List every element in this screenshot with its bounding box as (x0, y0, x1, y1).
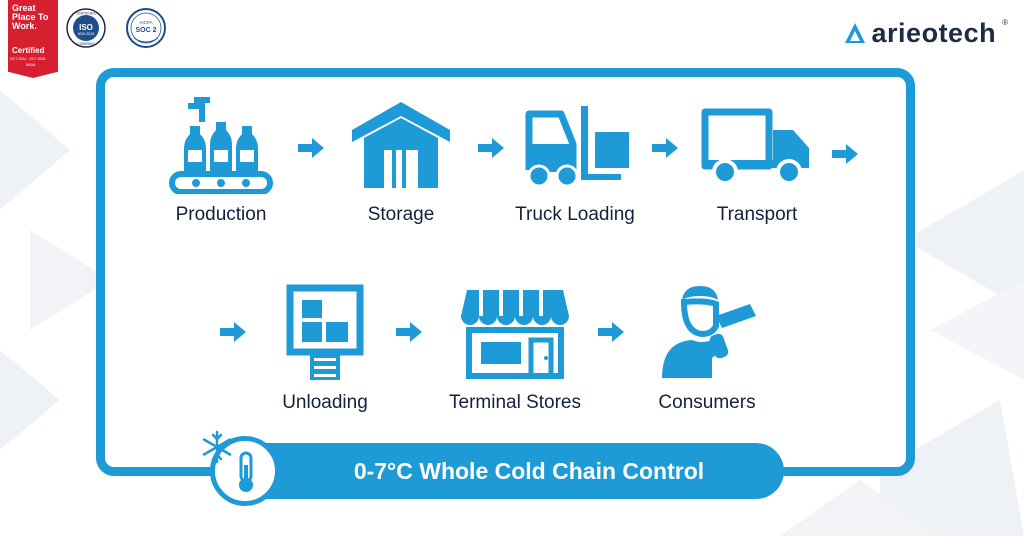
snowflake-icon (202, 430, 232, 464)
step-consumers: Consumers (622, 282, 792, 414)
factory-bottles-icon (169, 97, 273, 194)
arrow-right-icon (598, 322, 624, 342)
arrow-right-icon (832, 144, 858, 164)
arieotech-logo[interactable]: arieotech ® (844, 16, 1008, 50)
registered-mark: ® (1002, 18, 1008, 27)
warehouse-icon (352, 102, 450, 188)
arrow-right-icon (396, 322, 422, 342)
arieotech-logo-mark-icon (844, 23, 865, 43)
soc-main: SOC 2 (135, 27, 156, 34)
step-unloading: Unloading (240, 282, 410, 414)
gptw-country: INDIA (26, 63, 36, 67)
step-label: Transport (716, 204, 798, 225)
iso-sub: 9001:2015 (78, 32, 95, 36)
step-storage: Storage (316, 94, 486, 226)
storefront-icon (461, 290, 569, 379)
arrow-right-icon (652, 138, 678, 158)
step-label: Terminal Stores (449, 392, 581, 413)
gptw-dates: OCT 2024 - OCT 2025 (10, 57, 46, 61)
step-transport: Transport (672, 94, 842, 226)
arrow-right-icon (298, 138, 324, 158)
arrow-right-icon (220, 322, 246, 342)
arrow-right-icon (478, 138, 504, 158)
thermometer-icon (239, 451, 253, 492)
gptw-title: Great Place To Work. (12, 3, 49, 31)
step-terminal-stores: Terminal Stores (430, 282, 600, 414)
step-production: Production (136, 94, 306, 226)
aicpa-soc2-seal: AICPA SOC 2 (126, 8, 166, 48)
truck-icon (701, 108, 809, 185)
step-label: Unloading (282, 392, 368, 413)
great-place-to-work-badge: Great Place To Work. Certified OCT 2024 … (8, 0, 58, 78)
iso-bottom: COMPANY (77, 42, 95, 46)
step-label: Consumers (658, 392, 756, 413)
iso-main: ISO (79, 23, 93, 32)
person-drinking-icon (662, 286, 756, 378)
step-label: Production (175, 204, 267, 225)
thermometer-badge (210, 436, 280, 506)
unloading-container-icon (286, 284, 364, 380)
iso-certified-seal: CERTIFIED ISO 9001:2015 COMPANY (66, 8, 106, 48)
step-label: Storage (367, 204, 435, 225)
gptw-certified: Certified (12, 46, 45, 55)
brand-name: arieotech (871, 17, 997, 48)
iso-top: CERTIFIED (75, 11, 96, 16)
cold-chain-banner: 0-7°C Whole Cold Chain Control (234, 443, 784, 499)
soc-top: AICPA (139, 20, 152, 25)
banner-text: 0-7°C Whole Cold Chain Control (353, 457, 705, 484)
step-label: Truck Loading (515, 204, 635, 225)
cold-chain-frame (96, 68, 915, 476)
forklift-icon (525, 106, 629, 188)
step-truck-loading: Truck Loading (490, 94, 660, 226)
